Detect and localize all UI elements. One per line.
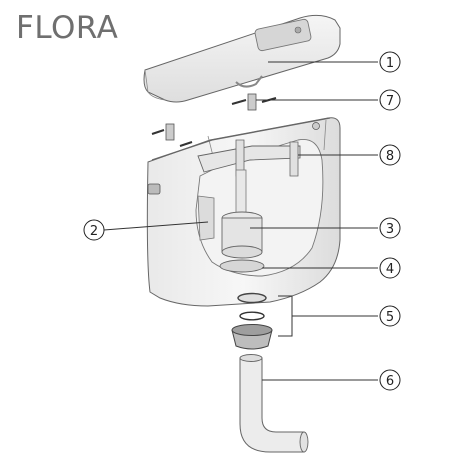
flush-valve — [219, 169, 265, 273]
callout-5: 5 — [379, 305, 401, 327]
brand-title: FLORA — [16, 10, 119, 46]
svg-text:2: 2 — [90, 224, 98, 239]
inlet-connector — [147, 183, 161, 195]
screw-set-top-right — [231, 93, 277, 111]
seal-rings — [231, 292, 273, 350]
fill-valve — [197, 195, 215, 241]
callout-7: 7 — [379, 89, 401, 111]
svg-text:7: 7 — [386, 94, 394, 109]
svg-text:8: 8 — [386, 149, 394, 164]
screw-set-left — [151, 123, 193, 147]
flush-button-dot — [294, 26, 302, 34]
callout-3: 3 — [379, 217, 401, 239]
callout-6: 6 — [379, 369, 401, 391]
callout-4: 4 — [379, 257, 401, 279]
svg-text:3: 3 — [386, 222, 394, 237]
callout-8: 8 — [379, 144, 401, 166]
svg-text:1: 1 — [386, 56, 394, 71]
flush-pipe — [239, 354, 309, 453]
callout-1: 1 — [379, 51, 401, 73]
svg-text:6: 6 — [386, 374, 394, 389]
svg-text:4: 4 — [386, 262, 394, 277]
cistern-lid — [143, 14, 341, 103]
leader-lines — [103, 61, 378, 381]
flush-frame — [197, 139, 301, 177]
callout-2: 2 — [83, 219, 105, 241]
svg-text:5: 5 — [386, 310, 394, 325]
